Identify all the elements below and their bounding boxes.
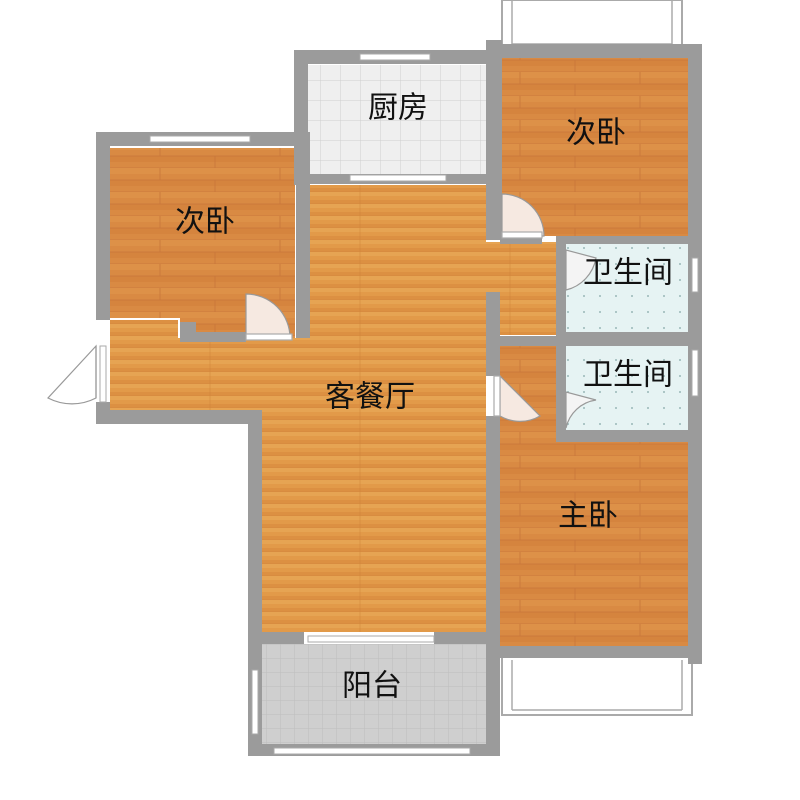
label-bathroom-upper: 卫生间 <box>583 256 673 291</box>
label-living-dining: 客餐厅 <box>325 380 415 415</box>
bedroom-left-floor <box>110 148 295 318</box>
label-bathroom-lower: 卫生间 <box>583 358 673 393</box>
balcony-floor <box>262 644 486 744</box>
bay-window-top-right <box>501 0 683 51</box>
label-bedroom-right: 次卧 <box>566 116 626 151</box>
label-bedroom-left: 次卧 <box>175 205 235 240</box>
bathroom-lower-floor <box>566 346 688 430</box>
windows <box>99 53 699 755</box>
bay-window-bottom-right <box>501 654 693 716</box>
master-bedroom-floor <box>500 346 688 648</box>
living-dining-floor <box>110 185 556 632</box>
kitchen-floor <box>308 65 486 175</box>
label-kitchen: 厨房 <box>368 91 428 126</box>
walls <box>96 40 702 756</box>
label-master-bedroom: 主卧 <box>558 499 618 534</box>
doors <box>47 193 597 429</box>
label-balcony: 阳台 <box>342 669 402 704</box>
